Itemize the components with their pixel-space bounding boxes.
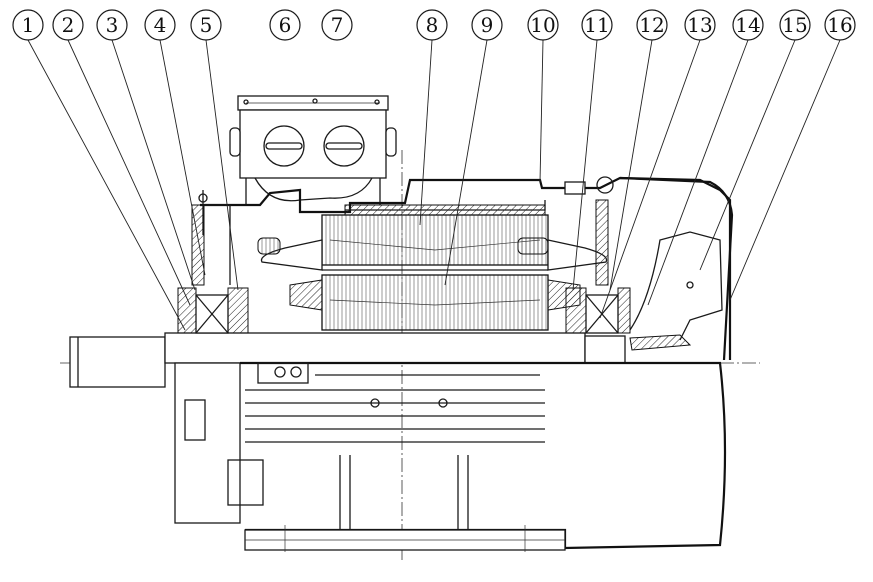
callout-number: 6: [279, 13, 292, 37]
callout-3: 3: [96, 9, 128, 41]
drive-end-shield: [177, 190, 249, 334]
callout-number: 8: [426, 13, 439, 37]
callout-11: 11: [581, 9, 613, 41]
callout-number: 16: [827, 13, 852, 37]
callout-2: 2: [52, 9, 84, 41]
callout-16: 16: [824, 9, 856, 41]
callout-number: 9: [481, 13, 494, 37]
callout-10: 10: [527, 9, 559, 41]
callout-5: 5: [190, 9, 222, 41]
callout-1: 1: [12, 9, 44, 41]
callout-number: 5: [200, 13, 213, 37]
callout-number: 7: [331, 13, 344, 37]
stator-core: [321, 214, 549, 331]
callout-number: 2: [62, 13, 75, 37]
shaft: [69, 332, 626, 388]
callout-4: 4: [144, 9, 176, 41]
frame-top: [200, 176, 732, 360]
callout-number: 15: [782, 13, 807, 37]
callout-number: 13: [687, 13, 712, 37]
callout-number: 14: [735, 13, 760, 37]
callout-7: 7: [321, 9, 353, 41]
lower-frame: [174, 361, 727, 552]
non-drive-end-shield: [564, 176, 631, 334]
callout-number: 1: [22, 13, 35, 37]
fan-and-cowl: [619, 176, 734, 361]
callout-9: 9: [471, 9, 503, 41]
callout-number: 3: [106, 13, 119, 37]
callout-15: 15: [779, 9, 811, 41]
callout-number: 4: [154, 13, 167, 37]
callout-12: 12: [636, 9, 668, 41]
terminal-box: [229, 95, 397, 205]
callout-14: 14: [732, 9, 764, 41]
callout-8: 8: [416, 9, 448, 41]
callout-number: 10: [530, 13, 555, 37]
callout-13: 13: [684, 9, 716, 41]
callout-number: 11: [584, 13, 609, 37]
callout-number: 12: [639, 13, 664, 37]
leader-lines: [27, 39, 841, 331]
callout-6: 6: [269, 9, 301, 41]
